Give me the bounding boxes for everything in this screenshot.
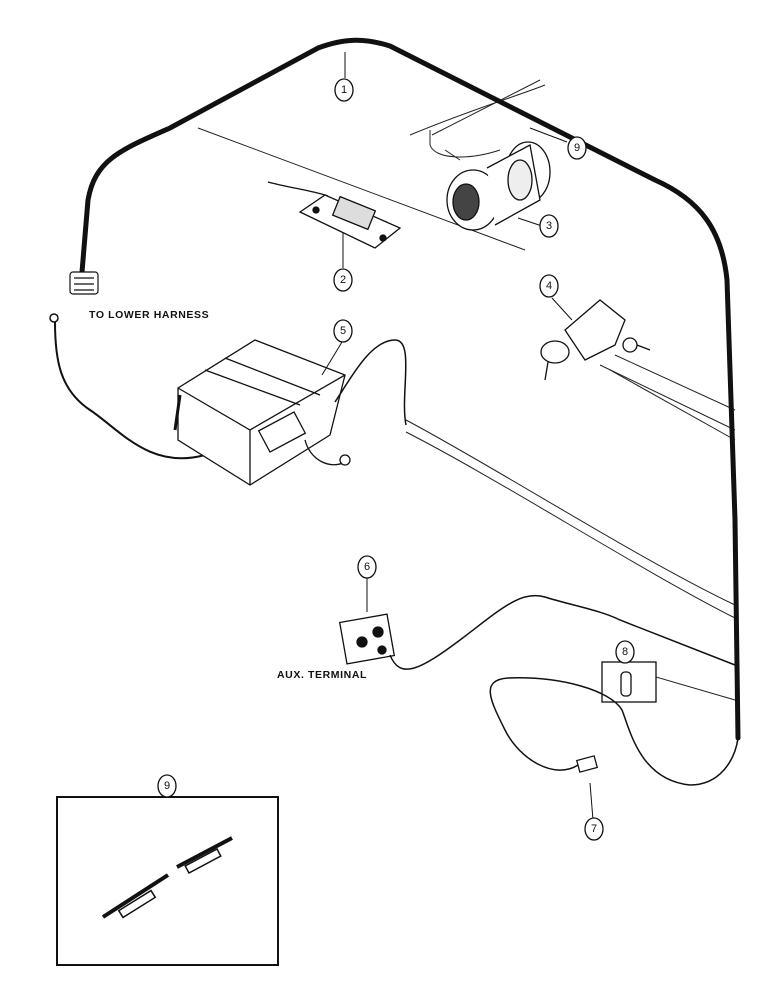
- callout-2: 2: [333, 268, 353, 292]
- callout-4: 4: [539, 274, 559, 298]
- lower-harness-connector: [69, 271, 99, 295]
- control-box: [173, 339, 351, 486]
- inset-shaft: [101, 836, 233, 919]
- svg-text:7: 7: [591, 823, 597, 835]
- svg-text:6: 6: [364, 561, 370, 573]
- leader-lines: [166, 52, 594, 821]
- svg-text:9: 9: [574, 142, 580, 154]
- svg-text:2: 2: [340, 274, 346, 286]
- control-box-wire: [334, 339, 407, 426]
- main-harness-wire: [79, 37, 741, 741]
- aux-terminal-label: AUX. TERMINAL: [277, 669, 367, 681]
- svg-text:1: 1: [341, 84, 347, 96]
- sensor-plug: [575, 755, 599, 773]
- callout-7: 7: [584, 817, 604, 841]
- aux-terminal-block: [338, 613, 396, 665]
- callout-9-inset: 9: [157, 774, 177, 798]
- svg-text:3: 3: [546, 220, 552, 232]
- callout-9-top: 9: [567, 136, 587, 160]
- callout-5: 5: [333, 319, 353, 343]
- svg-text:4: 4: [546, 280, 552, 292]
- aux-terminal-wire: [389, 594, 736, 670]
- callout-3: 3: [539, 214, 559, 238]
- ground-lead-terminal: [49, 313, 59, 323]
- svg-text:5: 5: [340, 325, 346, 337]
- svg-text:9: 9: [164, 780, 170, 792]
- blower-motor: [446, 141, 551, 231]
- svg-text:8: 8: [622, 646, 628, 658]
- relay-plate: [267, 181, 402, 249]
- to-lower-harness-label: TO LOWER HARNESS: [89, 309, 209, 321]
- callout-6: 6: [357, 555, 377, 579]
- inset-frame: [56, 796, 279, 966]
- sensor-wire: [489, 677, 739, 786]
- callout-8: 8: [615, 640, 635, 664]
- ground-lead: [54, 321, 206, 460]
- solenoid-valve: [540, 299, 651, 381]
- callout-1: 1: [334, 78, 354, 102]
- fuse-holder: [601, 661, 657, 703]
